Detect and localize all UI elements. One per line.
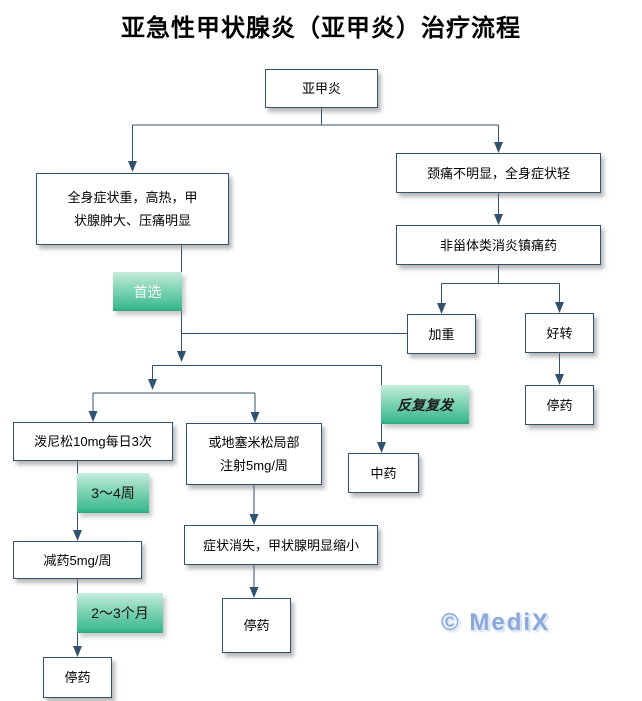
node-severe-symptoms: 全身症状重，高热，甲 状腺肿大、压痛明显 — [36, 173, 229, 245]
edge-label-recurrence: 反复复发 — [381, 385, 469, 424]
node-improving: 好转 — [525, 313, 594, 353]
node-traditional-chinese-medicine: 中药 — [348, 453, 419, 493]
node-symptoms-resolved: 症状消失，甲状腺明显缩小 — [184, 525, 378, 565]
node-subacute-thyroiditis: 亚甲炎 — [265, 69, 378, 108]
node-prednisone: 泼尼松10mg每日3次 — [13, 422, 173, 461]
edge-label-3-4-weeks: 3～4周 — [77, 473, 149, 513]
page-title: 亚急性甲状腺炎（亚甲炎）治疗流程 — [121, 13, 521, 42]
node-stop-medication-middle: 停药 — [222, 598, 291, 653]
node-taper-dose: 减药5mg/周 — [13, 541, 142, 579]
edge-label-2-3-months: 2～3个月 — [77, 593, 163, 633]
edge-label-first-choice: 首选 — [113, 272, 182, 311]
node-dexamethasone: 或地塞米松局部 注射5mg/周 — [186, 423, 322, 485]
node-stop-medication-left: 停药 — [43, 657, 112, 698]
node-stop-medication-right: 停药 — [525, 385, 594, 425]
medix-watermark: © MediX — [441, 609, 551, 636]
node-worsening: 加重 — [407, 314, 476, 354]
node-mild-symptoms: 颈痛不明显，全身症状轻 — [396, 153, 601, 193]
node-nsaid: 非甾体类消炎镇痛药 — [396, 225, 601, 265]
